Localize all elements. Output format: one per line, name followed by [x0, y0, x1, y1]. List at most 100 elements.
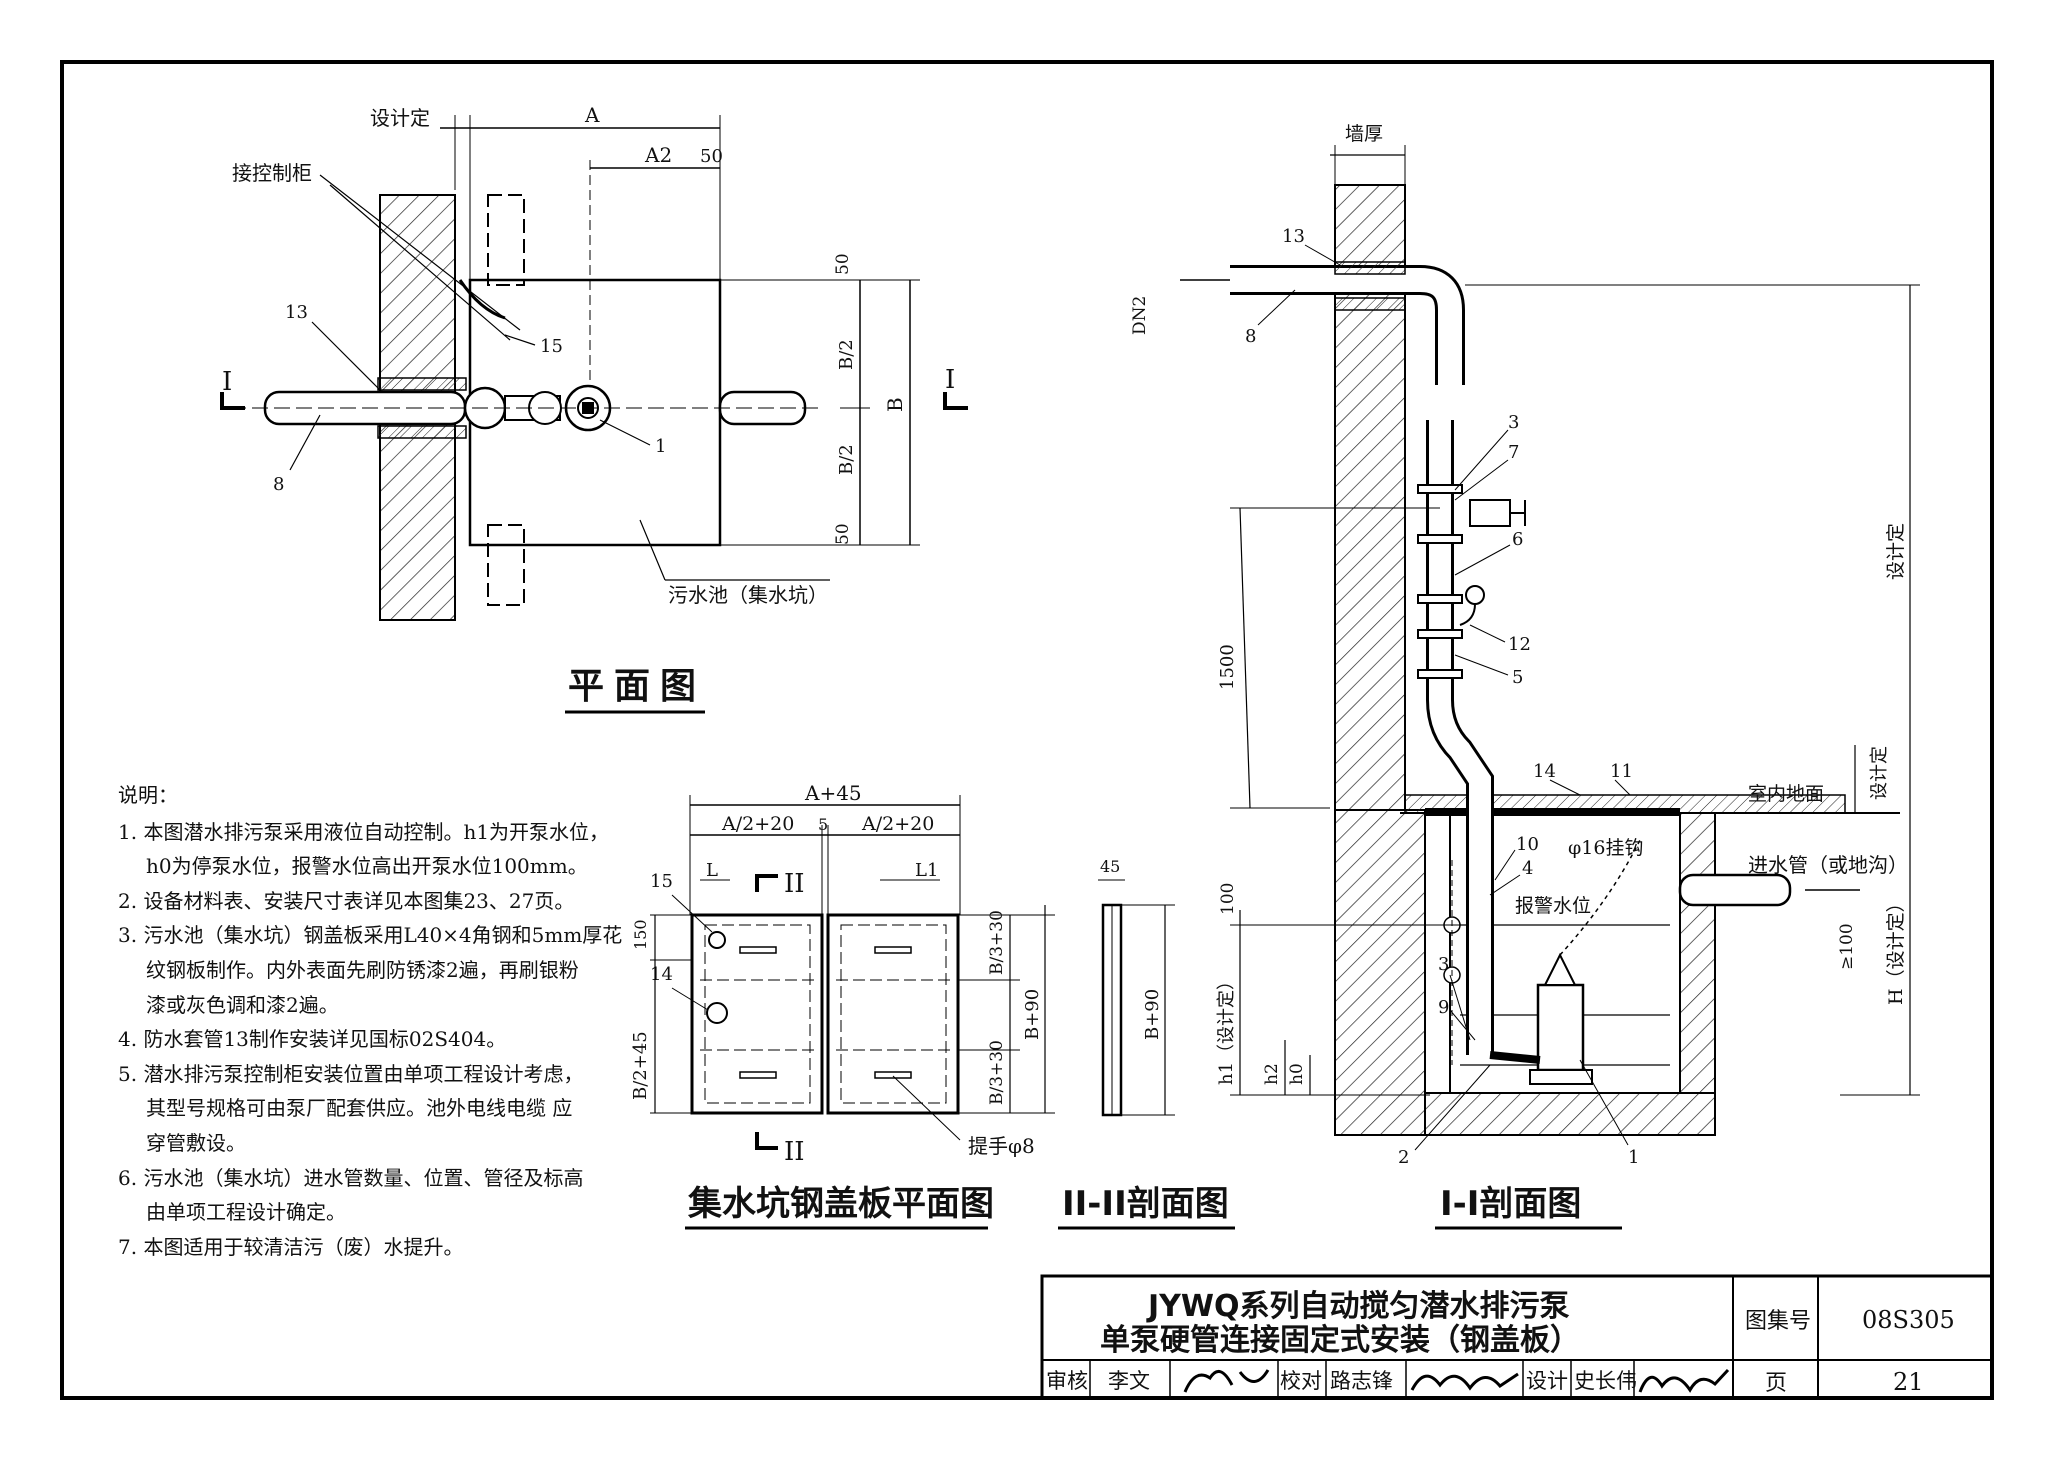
plan-design-fixed: 设计定	[370, 106, 430, 130]
title-line-2: 单泵硬管连接固定式安装（钢盖板）	[1100, 1323, 1580, 1358]
designer: 史长伟	[1574, 1369, 1637, 1393]
reviewer-signature	[1183, 1369, 1270, 1393]
atlas-no-label: 图集号	[1745, 1309, 1811, 1334]
plan-tag-1: 1	[655, 436, 666, 457]
cover-dim-5: 5	[818, 815, 828, 834]
plan-sump-label: 污水池（集水坑）	[668, 583, 828, 607]
plan-section-I-right: I	[945, 365, 955, 395]
title-line-1: JYWQ系列自动搅匀潜水排污泵	[1146, 1289, 1569, 1324]
note-2: 2. 设备材料表、安装尺寸表详见本图集23、27页。	[118, 888, 575, 913]
plan-tag-8: 8	[273, 474, 284, 495]
section-tag-6: 6	[1512, 529, 1523, 550]
cover-plate-right	[826, 913, 960, 1115]
cover-dim-B2-45: B/2+45	[630, 1031, 651, 1100]
note-3-line-3: 漆或灰色调和漆2遍。	[146, 992, 339, 1017]
section-tag-12: 12	[1508, 634, 1531, 655]
section-tag-5: 5	[1512, 667, 1523, 688]
plan-view: 设计定 A A2 50 50 B/2 B B/2 50	[220, 103, 968, 714]
section-tag-14: 14	[1533, 761, 1556, 782]
section-alarm-level: 报警水位	[1515, 895, 1591, 917]
section-hook: φ16挂钩	[1568, 837, 1643, 859]
section-tag-9: 9	[1438, 997, 1449, 1018]
section-dim-h2: h2	[1262, 1063, 1282, 1085]
cover-dim-A2-20-right: A/2+20	[861, 813, 934, 835]
plan-dim-A: A	[584, 103, 600, 127]
section-dim-100: 100	[1218, 883, 1238, 915]
note-4: 4. 防水套管13制作安装详见国标02S404。	[118, 1027, 507, 1052]
section-tag-13: 13	[1282, 226, 1305, 247]
section-pump	[1536, 983, 1585, 1072]
section-inlet-pipe: 进水管（或地沟）	[1748, 853, 1908, 877]
plan-dim-B2-a: B/2	[836, 339, 857, 370]
plan-dim-B: B	[883, 397, 907, 412]
cover-plan: A+45 A/2+20 5 A/2+20 L L1 15 14	[630, 781, 1055, 1230]
section-dim-ge100: ≥100	[1837, 923, 1857, 970]
checker: 路志锋	[1330, 1369, 1393, 1393]
note-3-line-1: 3. 污水池（集水坑）钢盖板采用L40×4角钢和5mm厚花	[118, 923, 623, 948]
note-5-line-1: 5. 潜水排污泵控制柜安装位置由单项工程设计考虑，	[118, 1061, 584, 1086]
note-7: 7. 本图适用于较清洁污（废）水提升。	[118, 1234, 464, 1259]
note-5-line-3: 穿管敷设。	[146, 1130, 246, 1155]
section-tag-8: 8	[1245, 326, 1256, 347]
plan-section-I-left: I	[222, 367, 232, 397]
cover-dim-150: 150	[631, 919, 650, 950]
cover-dim-B90: B+90	[1022, 989, 1043, 1040]
section-dn2: DN2	[1130, 296, 1150, 335]
review-label: 审核	[1046, 1369, 1088, 1393]
cover-handle: 提手φ8	[968, 1134, 1035, 1158]
cover-dim-A2-20-left: A/2+20	[721, 813, 794, 835]
plan-dim-50-top: 50	[700, 146, 723, 167]
note-6-line-2: 由单项工程设计确定。	[146, 1200, 346, 1225]
checker-signature	[1410, 1372, 1519, 1391]
page-label: 页	[1765, 1371, 1787, 1396]
note-6-line-1: 6. 污水池（集水坑）进水管数量、位置、管径及标高	[118, 1165, 584, 1190]
cover-dim-L: L	[706, 860, 718, 881]
sheet-border	[60, 60, 1994, 1400]
plan-tag-15: 15	[540, 336, 563, 357]
title-block: JYWQ系列自动搅匀潜水排污泵 单泵硬管连接固定式安装（钢盖板） 图集号 08S…	[1040, 1274, 1994, 1400]
note-5-line-2: 其型号规格可由泵厂配套供应。池外电线电缆 应	[146, 1096, 573, 1121]
cover-tag-14: 14	[650, 964, 673, 985]
section-tag-11: 11	[1610, 761, 1633, 782]
plan-control-cabinet: 接控制柜	[232, 161, 312, 185]
note-1-line-1: 1. 本图潜水排污泵采用液位自动控制。h1为开泵水位，	[118, 819, 610, 844]
plan-dim-50-b: 50	[833, 523, 853, 545]
cover-section-II-top: II	[784, 869, 805, 899]
notes-heading: 说明：	[118, 783, 178, 807]
cover-plate-left	[690, 913, 824, 1115]
cover-tag-15: 15	[650, 871, 673, 892]
plan-dim-B2-b: B/2	[836, 444, 857, 475]
section-II-dim-B90: B+90	[1142, 989, 1163, 1040]
section-dim-H: H（设计定）	[1885, 893, 1907, 1005]
notes: 说明： 1. 本图潜水排污泵采用液位自动控制。h1为开泵水位， h0为停泵水位，…	[118, 778, 638, 1264]
reviewer: 李文	[1108, 1369, 1150, 1393]
atlas-no: 08S305	[1862, 1306, 1955, 1334]
section-tag-10: 10	[1516, 834, 1539, 855]
note-1-line-2: h0为停泵水位，报警水位高出开泵水位100mm。	[146, 854, 588, 879]
section-design-fixed-small: 设计定	[1869, 746, 1890, 800]
cover-dim-L1: L1	[915, 860, 938, 881]
cover-title: 集水坑钢盖板平面图	[687, 1184, 994, 1224]
section-dim-h1: h1（设计定）	[1216, 972, 1237, 1085]
section-II-dim-45: 45	[1100, 857, 1120, 876]
plan-dim-50-a: 50	[833, 253, 853, 275]
section-dim-1500: 1500	[1217, 644, 1238, 690]
section-tag-1: 1	[1628, 1147, 1639, 1168]
section-II-title: II-II剖面图	[1062, 1184, 1229, 1224]
plan-tag-13: 13	[285, 302, 308, 323]
section-dim-h0: h0	[1287, 1063, 1307, 1085]
cover-dim-B3-30-a: B/3+30	[987, 910, 1007, 975]
cover-dim-A45: A+45	[804, 781, 862, 805]
cover-section-II-bottom: II	[784, 1137, 805, 1167]
section-tag-3a: 3	[1508, 412, 1519, 433]
section-I-title: I-I剖面图	[1440, 1184, 1581, 1224]
plan-title: 平面图	[568, 666, 706, 707]
section-design-fixed-tall: 设计定	[1885, 523, 1907, 580]
section-tag-2: 2	[1398, 1147, 1409, 1168]
section-tag-7: 7	[1508, 442, 1519, 463]
section-II: 45 B+90 II-II剖面图	[1058, 857, 1235, 1230]
cover-dim-B3-30-b: B/3+30	[987, 1040, 1007, 1105]
note-3-line-2: 纹钢板制作。内外表面先刷防锈漆2遍，再刷银粉	[146, 957, 579, 982]
section-wall-thickness: 墙厚	[1345, 123, 1383, 145]
